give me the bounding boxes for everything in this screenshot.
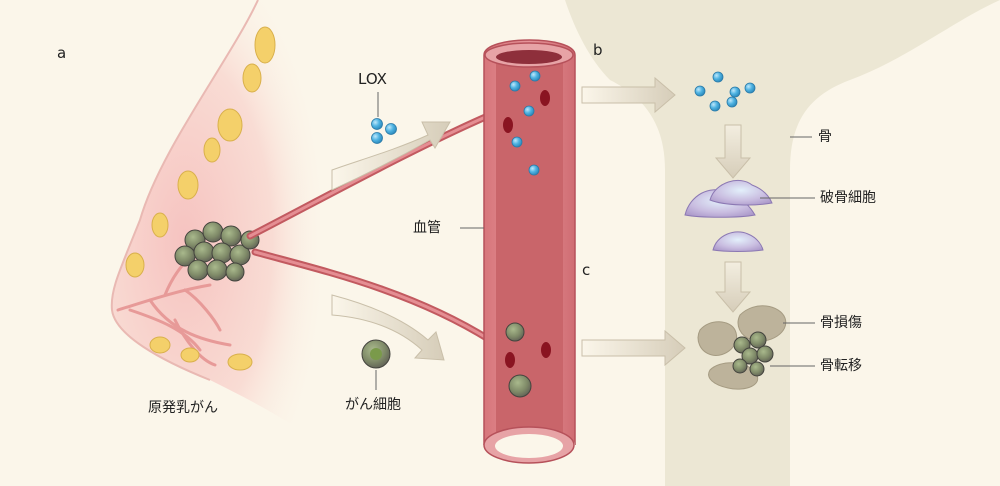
cancer-cell-label: がん細胞 bbox=[345, 397, 401, 413]
panel-label-c: c bbox=[582, 261, 591, 279]
lox-molecules-bone bbox=[694, 71, 756, 112]
arrow-lox-to-vessel bbox=[331, 121, 451, 191]
osteoclast-label: 破骨細胞 bbox=[820, 190, 876, 206]
panel-label-b: b bbox=[593, 41, 603, 59]
blood-vessel bbox=[483, 39, 576, 464]
osteoclasts bbox=[684, 180, 773, 252]
arrow-osteoclast-to-damage bbox=[714, 261, 752, 313]
bone-damage-label: 骨損傷 bbox=[820, 315, 862, 331]
bone-metastasis-label: 骨転移 bbox=[820, 358, 862, 374]
blood-vessel-label: 血管 bbox=[413, 220, 441, 236]
lox-molecules-breast bbox=[371, 118, 397, 144]
arrow-vessel-to-bone-c bbox=[581, 329, 686, 367]
arrow-vessel-to-bone-b bbox=[581, 76, 676, 114]
bone-metastasis-cells bbox=[732, 331, 774, 377]
leader-lines bbox=[375, 92, 815, 390]
lox-label: LOX bbox=[358, 70, 387, 88]
arrow-lox-to-osteoclast bbox=[714, 124, 752, 179]
vessel-branches bbox=[246, 111, 494, 344]
cancer-cell-standalone bbox=[361, 339, 391, 369]
arrow-cancer-to-vessel bbox=[331, 294, 445, 361]
lox-molecules-vessel bbox=[509, 70, 541, 176]
panel-label-a: a bbox=[57, 44, 67, 62]
primary-cancer-label: 原発乳がん bbox=[148, 400, 218, 416]
breast-illustration bbox=[110, 0, 320, 440]
bone-shape bbox=[565, 0, 1000, 486]
bone-label: 骨 bbox=[818, 129, 832, 145]
